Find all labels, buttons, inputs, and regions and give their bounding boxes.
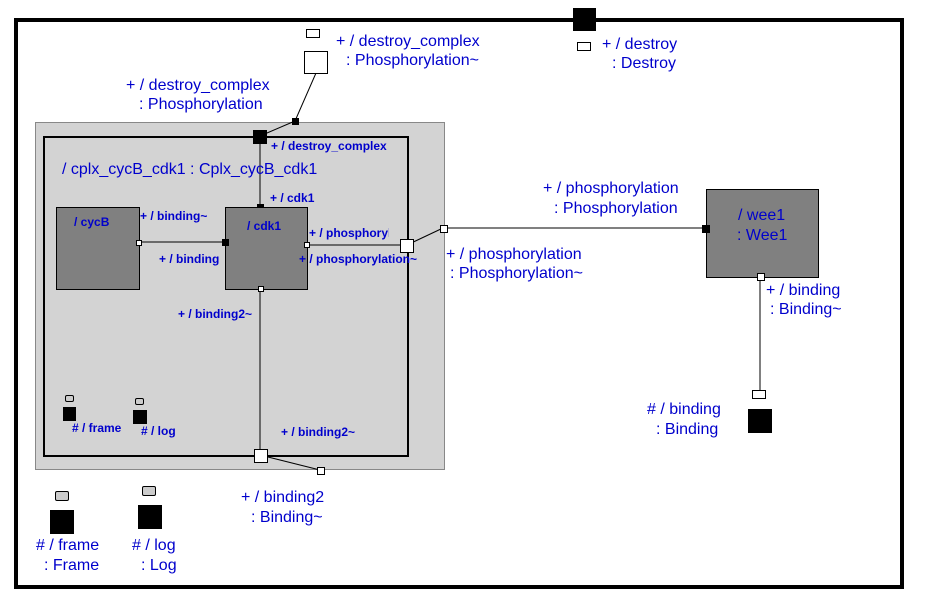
capsule-cplx-structure[interactable] [43,136,409,457]
cdk1-binding-port[interactable] [222,239,229,246]
cdk1-binding-label: + / binding [159,252,220,266]
cycB-binding-port[interactable] [136,240,142,246]
part-cycB[interactable] [56,207,140,290]
destroy-complex-outer-name: + / destroy_complex [336,33,480,50]
cdk1-binding2-port[interactable] [258,286,264,292]
cdk1-phos-label: + / phosphorylation [309,226,389,240]
capsule-binding2-port[interactable] [254,449,268,463]
outer-log-type: : Log [141,557,177,574]
phos-relay-port[interactable] [440,225,448,233]
capsule-destroy-complex-label: + / destroy_complex [271,139,387,153]
outer-log-icon-stub [142,486,156,496]
cycB-label: / cycB [74,215,110,229]
relay-phos-bottom-type: : Phosphorylation~ [450,265,583,282]
destroy-port-type: : Destroy [612,55,677,72]
outer-log-port[interactable] [138,505,162,529]
cdk1-label: / cdk1 [247,219,282,233]
relay-phos-bottom-name: + / phosphorylation [446,246,582,263]
destroy-complex-relay-port[interactable] [304,51,328,74]
capsule-destroy-complex-port[interactable] [253,130,267,144]
binding-end-type: : Binding [656,421,719,438]
destroy-complex-left-name: + / destroy_complex [126,77,270,94]
destroy-icon-stub [577,42,591,51]
relay-phos-top-name: + / phosphorylation [543,180,679,197]
wee1-binding-port-type: : Binding~ [770,301,842,318]
binding-end-port[interactable] [748,409,772,433]
inner-frame-label: # / frame [72,421,122,435]
wee1-binding-port-name: + / binding [766,282,841,299]
outer-log-name: # / log [132,537,176,554]
part-wee1[interactable] [706,189,819,278]
destroy-complex-icon-stub [306,29,320,38]
capsule-phos-port[interactable] [400,239,414,253]
wire-junction [292,118,299,125]
outer-frame-icon-stub [55,491,69,501]
relay-phos-top-type: : Phosphorylation [554,200,678,217]
inner-log-icon-stub [135,398,144,405]
cdk1-port-label: + / cdk1 [270,191,315,205]
cdk1-binding2-label: + / binding2~ [178,307,253,321]
capsule-title: / cplx_cycB_cdk1 : Cplx_cycB_cdk1 [62,161,318,178]
destroy-complex-outer-type: : Phosphorylation~ [346,52,479,69]
binding-end-name: # / binding [647,401,721,418]
relay-binding2-type: : Binding~ [251,509,323,526]
destroy-complex-left-type: : Phosphorylation [139,96,263,113]
wee1-binding-port[interactable] [757,273,765,281]
wee1-phos-port[interactable] [702,225,710,233]
inner-log-label: # / log [141,424,176,438]
binding-end-icon-stub [752,390,766,399]
destroy-end-port[interactable] [573,8,596,31]
cycB-binding-label: + / binding~ [140,209,208,223]
relay-binding2-name: + / binding2 [241,489,325,506]
outer-frame-port[interactable] [50,510,74,534]
capsule-binding2-label: + / binding2~ [281,425,356,439]
inner-log-port[interactable] [133,410,147,424]
inner-frame-port[interactable] [63,407,76,421]
inner-frame-icon-stub [65,395,74,402]
part-cdk1[interactable] [225,207,308,290]
wee1-type: : Wee1 [737,227,788,244]
binding2-relay-port[interactable] [317,467,325,475]
wee1-name: / wee1 [738,207,786,224]
cdk1-phos-port[interactable] [304,242,310,248]
outer-frame-name: # / frame [36,537,100,554]
destroy-port-name: + / destroy [602,36,678,53]
cdk1-phos-label2: + / phosphorylation~ [299,252,418,266]
outer-frame-type: : Frame [44,557,100,574]
